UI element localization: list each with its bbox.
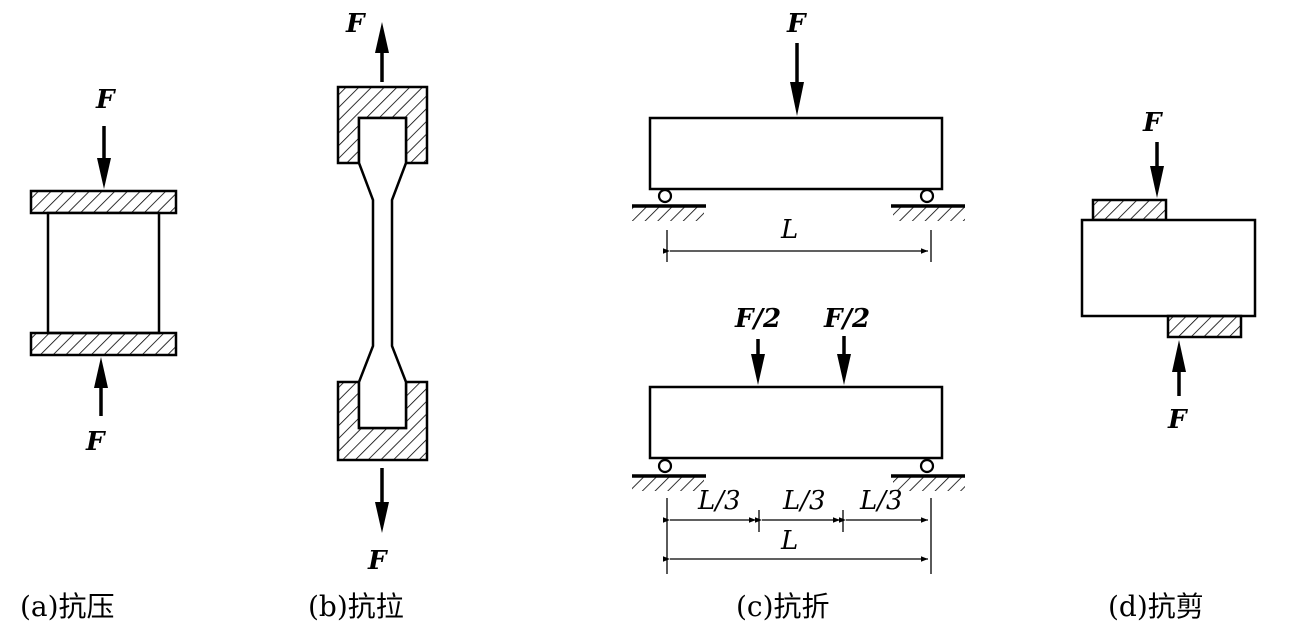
support-roller-left [657,458,673,474]
ground-hatch-left [632,476,704,491]
ground-hatch-left [632,206,704,221]
specimen-block [1080,218,1257,318]
third-label-1: L/3 [697,486,741,516]
caption-c: (c)抗折 [736,590,830,623]
force-label: F [786,9,807,39]
third-label-2: L/3 [782,486,826,516]
caption-a: (a)抗压 [20,590,115,623]
third-label-3: L/3 [859,486,903,516]
force-label-top: F [95,85,116,115]
caption-d: (d)抗剪 [1108,590,1204,623]
bottom-platen [29,331,178,357]
three-point-bending: F L [632,9,965,262]
bottom-pad [1166,314,1243,339]
force-label-bottom: F [367,546,388,576]
panel-d-shear: F F (d)抗剪 [1080,108,1257,623]
force-label-top: F [1142,108,1163,138]
force-arrow-left [751,339,765,385]
force-label-bottom: F [1167,405,1188,435]
caption-b: (b)抗拉 [308,590,404,623]
force-arrow-up [94,357,108,416]
panel-a-compression: F F (a)抗压 [20,85,178,623]
specimen-block [46,211,161,335]
ground-hatch-right [893,476,965,491]
force-arrow-down [97,126,111,189]
force-label-right: F/2 [823,304,870,334]
beam [648,385,944,460]
panel-c-bending: F L F/2 F/2 [632,9,965,623]
support-roller-right [919,188,935,204]
force-arrow-down [1150,142,1164,198]
force-arrow-down [375,468,389,533]
force-label-top: F [345,9,366,39]
force-arrow-up [1172,340,1186,396]
dogbone-specimen [357,116,408,430]
top-platen [29,189,178,215]
four-point-bending: F/2 F/2 L/3 L/3 L/3 L [632,304,965,574]
support-roller-right [919,458,935,474]
force-arrow-down [790,43,804,116]
ground-hatch-right [893,206,965,221]
support-roller-left [657,188,673,204]
beam [648,116,944,191]
force-label-left: F/2 [734,304,781,334]
span-label: L [780,526,798,556]
top-pad [1091,198,1168,222]
force-arrow-up [375,22,389,82]
force-arrow-right [837,336,851,385]
panel-b-tension: F F (b)抗拉 [308,9,429,623]
span-label: L [780,215,798,245]
force-label-bottom: F [85,427,106,457]
